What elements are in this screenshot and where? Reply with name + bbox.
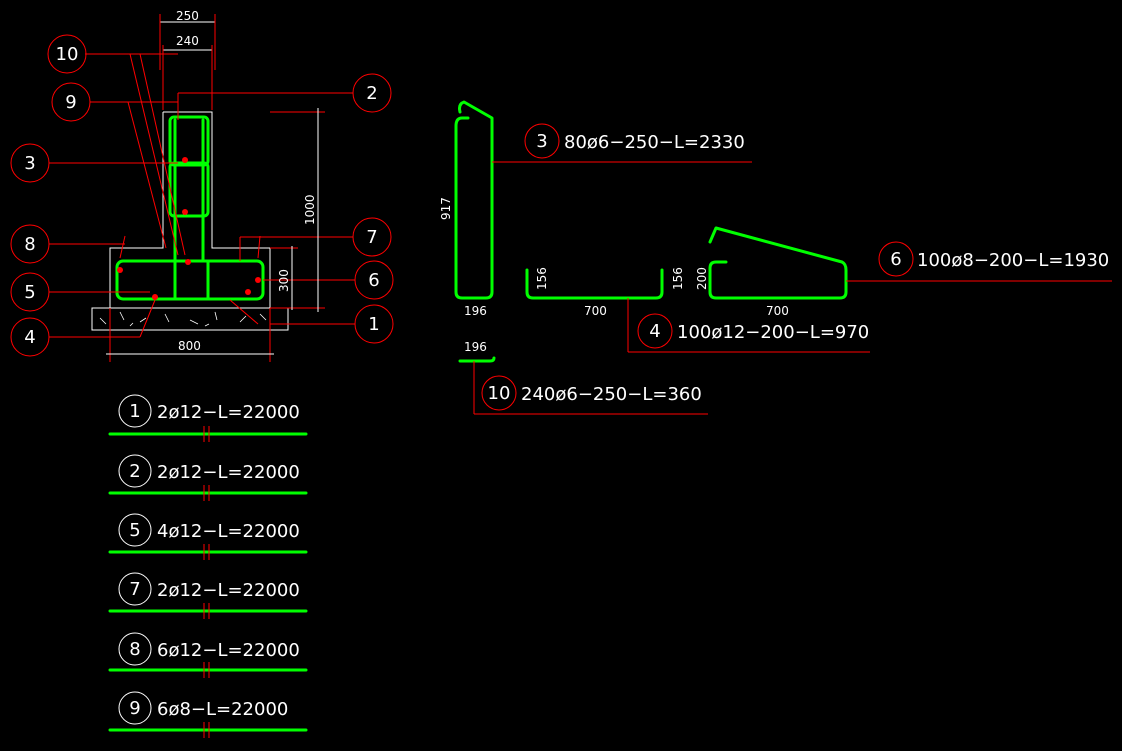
svg-text:10: 10 (56, 44, 79, 65)
marker-3: 3 (10, 143, 50, 183)
bar-10-shape: 196 10 240ø6−250−L=360 (458, 340, 708, 415)
bar-3-shape: 917 196 3 80ø6−250−L=2330 (439, 100, 752, 318)
dim-bar6-width: 700 (766, 304, 789, 318)
straight-bar-5: 5 4ø12−L=22000 (108, 513, 308, 560)
svg-text:7: 7 (366, 227, 377, 248)
marker-9: 9 (51, 82, 91, 122)
bar-10-num: 10 (488, 383, 511, 404)
svg-text:8: 8 (24, 234, 35, 255)
marker-8: 8 (10, 224, 50, 264)
dim-bar4-right: 156 (671, 267, 685, 290)
marker-5: 5 (10, 272, 50, 312)
svg-text:3: 3 (24, 153, 35, 174)
svg-text:6ø12−L=22000: 6ø12−L=22000 (157, 640, 300, 661)
svg-text:4: 4 (24, 327, 35, 348)
dim-wall-height: 1000 (303, 194, 317, 225)
svg-text:5: 5 (129, 520, 140, 541)
svg-text:7: 7 (129, 579, 140, 600)
svg-text:2: 2 (129, 461, 140, 482)
dim-footing-height: 300 (277, 269, 291, 292)
bar-3-label: 80ø6−250−L=2330 (564, 132, 745, 153)
svg-text:8: 8 (129, 639, 140, 660)
bar-4-shape: 156 156 700 4 100ø12−200−L=970 (525, 267, 870, 353)
dim-bar4-width: 700 (584, 304, 607, 318)
dim-bar3-height: 917 (439, 197, 453, 220)
bar-3-num: 3 (536, 131, 547, 152)
svg-text:2: 2 (366, 83, 377, 104)
dim-top-inner: 240 (176, 34, 199, 48)
svg-text:6ø8−L=22000: 6ø8−L=22000 (157, 699, 288, 720)
straight-bar-8: 8 6ø12−L=22000 (108, 632, 308, 678)
dim-footing-width: 800 (178, 339, 201, 353)
svg-text:9: 9 (129, 698, 140, 719)
svg-text:5: 5 (24, 282, 35, 303)
bar-4-num: 4 (649, 321, 660, 342)
bar-6-shape: 200 700 6 100ø8−200−L=1930 (695, 226, 1112, 318)
marker-1: 1 (354, 304, 394, 344)
svg-text:9: 9 (65, 92, 76, 113)
bar-6-label: 100ø8−200−L=1930 (917, 250, 1109, 271)
straight-bar-9: 9 6ø8−L=22000 (108, 691, 308, 738)
dim-bar10-width: 196 (464, 340, 487, 354)
svg-text:2ø12−L=22000: 2ø12−L=22000 (157, 462, 300, 483)
dim-bar3-width: 196 (464, 304, 487, 318)
dim-bar4-left: 156 (535, 267, 549, 290)
dim-top-outer: 250 (176, 9, 199, 23)
svg-text:2ø12−L=22000: 2ø12−L=22000 (157, 402, 300, 423)
svg-text:2ø12−L=22000: 2ø12−L=22000 (157, 580, 300, 601)
marker-6: 6 (354, 260, 394, 300)
marker-10: 10 (47, 34, 87, 74)
cross-section: 250 240 (10, 9, 394, 362)
svg-text:4ø12−L=22000: 4ø12−L=22000 (157, 521, 300, 542)
bar-4-label: 100ø12−200−L=970 (677, 322, 869, 343)
svg-text:1: 1 (368, 314, 379, 335)
marker-7: 7 (352, 217, 392, 257)
straight-bar-7: 7 2ø12−L=22000 (108, 572, 308, 619)
straight-bar-1: 1 2ø12−L=22000 (108, 394, 308, 442)
marker-2: 2 (352, 73, 392, 113)
marker-4: 4 (10, 317, 50, 357)
straight-bar-2: 2 2ø12−L=22000 (108, 454, 308, 501)
bar-10-label: 240ø6−250−L=360 (521, 384, 702, 405)
bar-6-num: 6 (890, 249, 901, 270)
svg-text:6: 6 (368, 270, 379, 291)
dim-bar6-height: 200 (695, 267, 709, 290)
svg-text:1: 1 (129, 401, 140, 422)
